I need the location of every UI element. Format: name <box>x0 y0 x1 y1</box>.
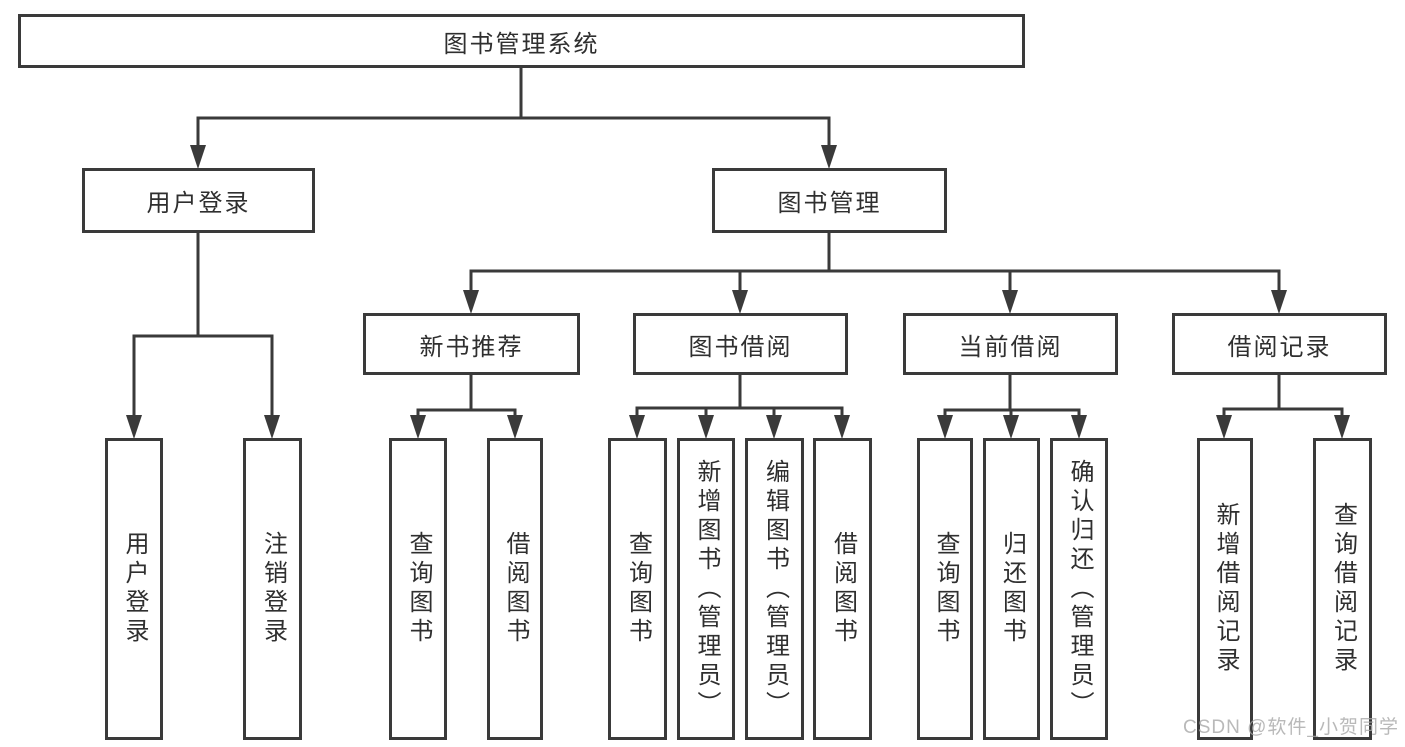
node-label: 查询图书 <box>405 531 432 647</box>
node-label: 新增借阅记录 <box>1212 502 1239 676</box>
node-borrowing-records: 借阅记录 <box>1172 313 1387 375</box>
tree-branch-lines <box>132 66 1344 412</box>
csdn-watermark: CSDN @软件_小贺同学 <box>1183 717 1399 738</box>
leaf-query-books-3: 查询图书 <box>917 438 973 740</box>
node-label: 归还图书 <box>998 531 1026 647</box>
node-user-login-module: 用户登录 <box>82 168 315 233</box>
leaf-borrow-books-1: 借阅图书 <box>487 438 543 740</box>
leaf-borrow-books-2: 借阅图书 <box>813 438 872 740</box>
node-label: 查询图书 <box>932 531 959 647</box>
node-book-management-module: 图书管理 <box>712 168 947 233</box>
leaf-logout: 注销登录 <box>243 438 302 740</box>
node-label: 编辑图书（管理员） <box>761 458 789 720</box>
leaf-edit-books-admin: 编辑图书（管理员） <box>745 438 804 740</box>
node-label: 借阅图书 <box>829 531 857 647</box>
node-label: 注销登录 <box>259 531 287 647</box>
node-label: 新书推荐 <box>419 333 524 361</box>
leaf-add-books-admin: 新增图书（管理员） <box>677 438 735 740</box>
node-label: 借阅图书 <box>502 531 529 647</box>
node-new-book-recommendation: 新书推荐 <box>363 313 580 375</box>
node-label: 图书管理 <box>777 190 882 217</box>
leaf-return-books: 归还图书 <box>983 438 1040 740</box>
leaf-query-books-2: 查询图书 <box>608 438 667 740</box>
node-current-borrowing: 当前借阅 <box>903 313 1118 375</box>
node-label: 借阅记录 <box>1227 333 1332 361</box>
node-label: 图书管理系统 <box>443 30 600 58</box>
node-book-borrowing: 图书借阅 <box>633 313 848 375</box>
node-label: 用户登录 <box>121 531 148 647</box>
node-label: 图书借阅 <box>688 333 793 361</box>
leaf-query-books-1: 查询图书 <box>389 438 447 740</box>
node-label: 确认归还（管理员） <box>1066 458 1093 720</box>
leaf-confirm-return-admin: 确认归还（管理员） <box>1050 438 1108 740</box>
node-label: 当前借阅 <box>958 333 1063 361</box>
leaf-user-login: 用户登录 <box>105 438 163 740</box>
leaf-query-borrow-record: 查询借阅记录 <box>1313 438 1372 740</box>
leaf-add-borrow-record: 新增借阅记录 <box>1197 438 1253 740</box>
node-label: 用户登录 <box>146 190 251 217</box>
node-label: 查询借阅记录 <box>1329 502 1357 676</box>
node-label: 新增图书（管理员） <box>693 458 720 720</box>
arrowhead-icon <box>126 145 1350 439</box>
node-root-system: 图书管理系统 <box>18 14 1025 68</box>
node-label: 查询图书 <box>624 531 652 647</box>
